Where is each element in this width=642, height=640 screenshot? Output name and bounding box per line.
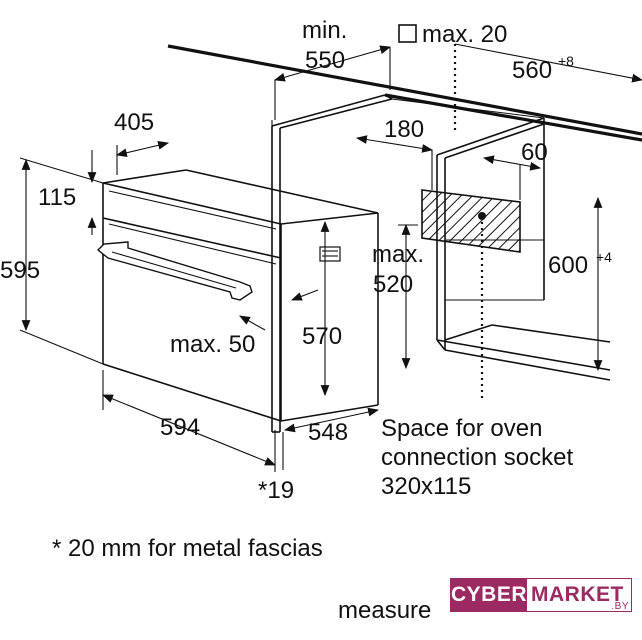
footnote: * 20 mm for metal fascias	[52, 535, 323, 562]
label-570: 570	[302, 323, 342, 350]
label-max: max.	[372, 241, 424, 268]
label-min-550: 550	[305, 47, 345, 74]
cybermarket-logo[interactable]: CYBER MARKET.BY	[450, 578, 632, 612]
socket-note-line1: Space for oven	[381, 415, 542, 442]
socket-area	[421, 44, 521, 400]
label-594: 594	[160, 414, 200, 441]
label-115: 115	[38, 184, 76, 211]
label-min: min.	[302, 17, 347, 44]
label-548: 548	[308, 419, 348, 446]
label-405: 405	[114, 109, 154, 136]
label-60: 60	[521, 139, 548, 166]
label-max20: max. 20	[422, 21, 507, 48]
logo-part2-text: MARKET	[531, 583, 624, 606]
logo-part1: CYBER	[451, 579, 527, 611]
worktop	[167, 44, 642, 142]
label-600: 600	[548, 252, 588, 279]
label-star19: *19	[258, 477, 294, 504]
dimension-lines	[19, 43, 642, 472]
logo-domain: .BY	[611, 601, 629, 612]
socket-note-line2: connection socket	[381, 444, 573, 471]
label-max50: max. 50	[170, 331, 255, 358]
cut-text: measure	[338, 597, 431, 624]
oven-body	[96, 169, 379, 422]
label-560-sup: +8	[558, 53, 574, 69]
label-180: 180	[384, 116, 424, 143]
socket-note-line3: 320x115	[381, 473, 471, 500]
label-595: 595	[0, 257, 40, 284]
cabinet-niche	[271, 98, 611, 433]
square-symbol-icon	[398, 24, 417, 43]
label-520: 520	[373, 271, 413, 298]
logo-part2: MARKET.BY	[527, 579, 631, 612]
label-600-sup: +4	[596, 249, 612, 265]
label-560: 560	[512, 57, 552, 84]
